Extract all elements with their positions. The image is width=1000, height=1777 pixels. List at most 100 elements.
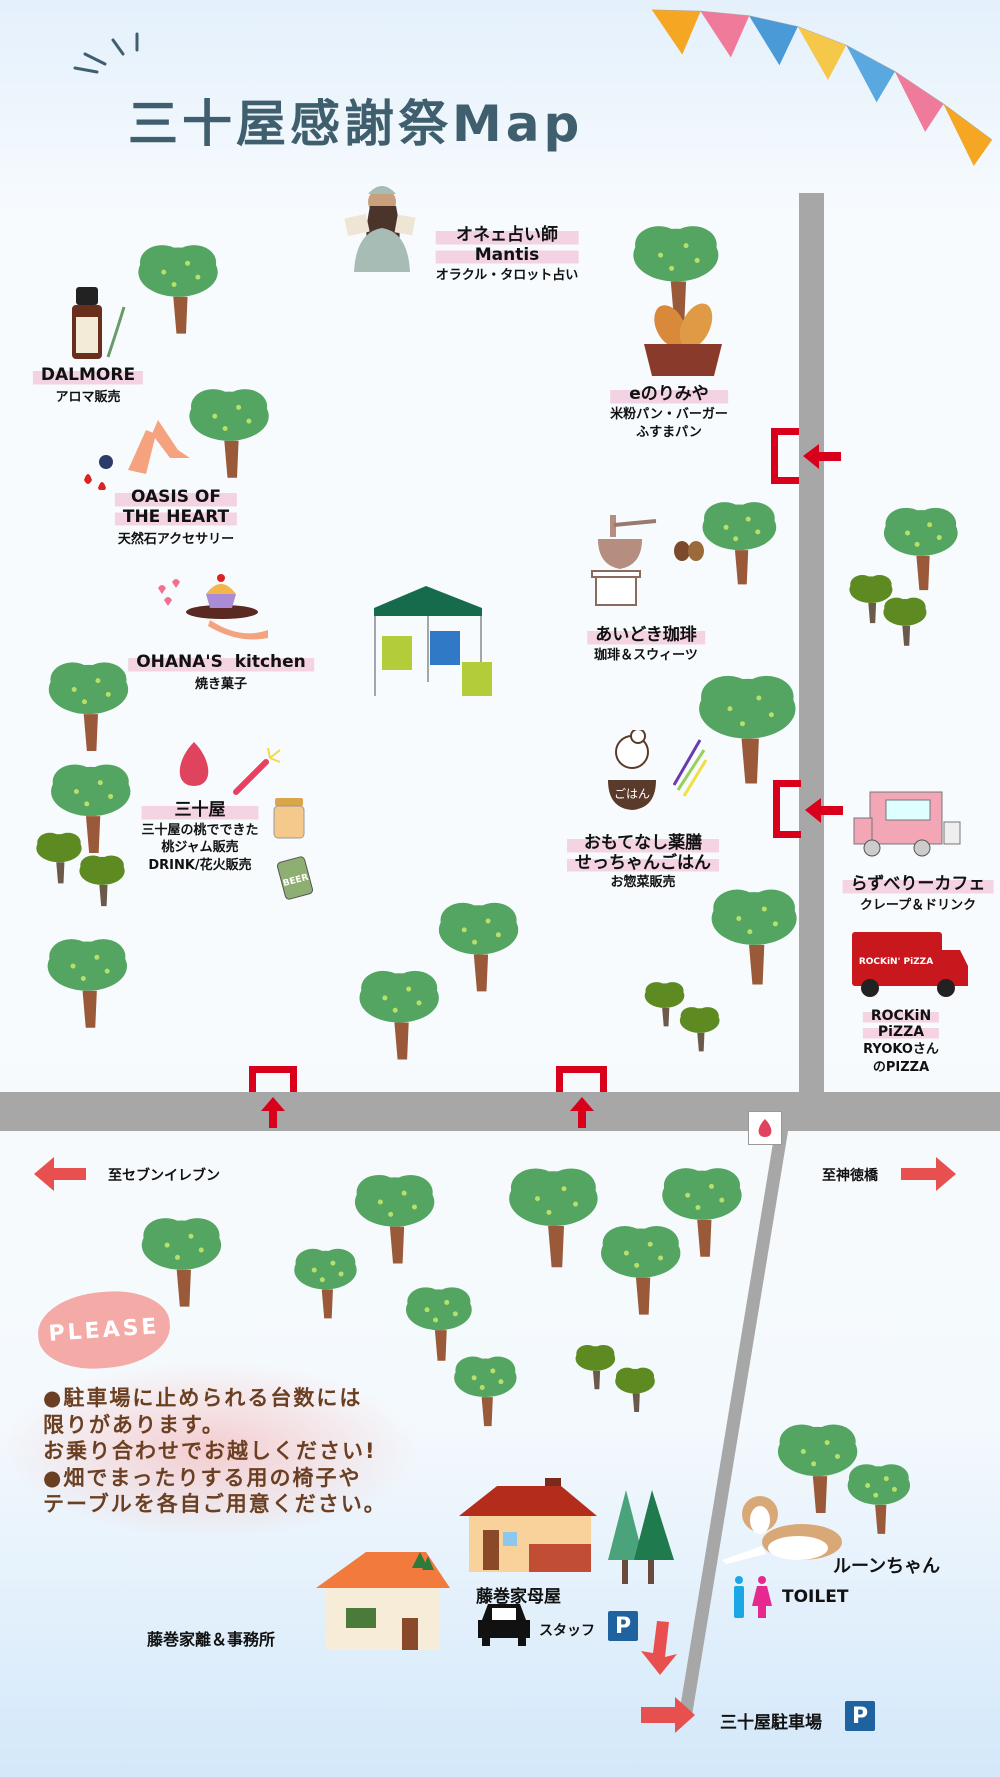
tree-icon xyxy=(354,1174,435,1264)
tree-icon xyxy=(509,1168,598,1268)
pizza-truck-illustration: ROCKiN' PiZZA xyxy=(852,932,968,997)
crepe-food-truck-illustration xyxy=(853,791,961,857)
vendor-desc: 珈琲＆スウィーツ xyxy=(594,647,698,663)
vendor-desc: アロマ販売 xyxy=(55,389,121,405)
tree-icon xyxy=(79,855,125,907)
vendor-name: ROCKiN xyxy=(862,1008,940,1025)
dog-photo xyxy=(722,1496,842,1564)
vendor-desc: ふすまパン xyxy=(636,425,702,441)
arrow-up-icon xyxy=(570,1097,594,1128)
tree-icon xyxy=(141,1218,222,1307)
tree-icon xyxy=(702,502,777,585)
fortune-teller-illustration xyxy=(344,186,416,272)
staff-parking-icon: P xyxy=(608,1611,638,1641)
vendor-name: OASIS OF xyxy=(114,487,238,508)
notice-line: テーブルを各自ご用意ください。 xyxy=(43,1492,387,1516)
truck-label: ROCKiN' PiZZA xyxy=(859,957,933,967)
tree-icon xyxy=(849,574,893,624)
notice-line: ●畑でまったりする用の椅子や xyxy=(43,1465,362,1490)
peach-jam-jar-icon xyxy=(273,798,305,839)
arrow-left-icon xyxy=(803,444,841,469)
road-vertical xyxy=(799,193,824,1103)
tree-icon xyxy=(679,1007,720,1052)
entrance-marker xyxy=(556,1066,607,1092)
vendor-name: DALMORE xyxy=(32,365,144,386)
vendor-rockin-pizza: ROCKiN PiZZA RYOKOさん のPIZZA xyxy=(862,1008,940,1076)
tree-icon xyxy=(294,1248,357,1319)
car-icon xyxy=(478,1604,530,1646)
toilet-label: TOILET xyxy=(782,1587,849,1607)
bunting-flag xyxy=(797,26,847,81)
vendor-sotoya: 三十屋 三十屋の桃でできた 桃ジャム販売 DRINK/花火販売 xyxy=(141,800,259,874)
tree-icon xyxy=(575,1344,616,1390)
vendor-omotenashi: おもてなし薬膳 せっちゃんごはん お惣菜販売 xyxy=(567,833,719,891)
vendor-ohana: OHANA'S kitchen 焼き菓子 xyxy=(128,652,314,692)
tree-icon xyxy=(777,1424,858,1514)
page-title: 三十屋感謝祭Map xyxy=(128,95,584,153)
office-house-illustration xyxy=(316,1552,450,1650)
main-house-illustration xyxy=(459,1478,597,1572)
cake-tray-illustration xyxy=(158,574,268,640)
vendor-desc: 桃ジャム販売 xyxy=(161,840,239,856)
tree-icon xyxy=(138,245,218,334)
bunting-flag xyxy=(943,104,992,167)
tree-icon xyxy=(359,970,439,1060)
peach-icon xyxy=(758,1119,772,1137)
rice-bowl-label: ごはん xyxy=(614,786,650,801)
direction-shintokubashi: 至神徳橋 xyxy=(822,1168,878,1184)
beer-can-icon: BEER xyxy=(276,856,314,900)
vendor-enorimiya: eのりみや 米粉パン・バーガー ふすまパン xyxy=(610,384,728,441)
vendor-name: THE HEART xyxy=(114,507,238,528)
vendor-name: せっちゃんごはん xyxy=(567,853,719,874)
peach-icon xyxy=(179,742,209,786)
main-parking-icon: P xyxy=(845,1701,875,1731)
bunting-flag xyxy=(749,15,798,66)
sotoya-logo-marker xyxy=(748,1111,782,1145)
tree-icon xyxy=(51,764,131,854)
tree-icon xyxy=(405,1287,472,1361)
dog-label: ルーンちゃん xyxy=(833,1556,941,1577)
road-horizontal xyxy=(0,1092,1000,1131)
vendor-name: らずべりーカフェ xyxy=(842,874,994,895)
main-house-label: 藤巻家母屋 xyxy=(476,1587,561,1607)
vendor-desc: RYOKOさん xyxy=(863,1042,939,1058)
arrow-up-icon xyxy=(261,1097,285,1128)
tree-icon xyxy=(662,1168,742,1257)
bunting-decoration xyxy=(651,9,993,167)
vendor-desc: オラクル・タロット占い xyxy=(435,268,579,284)
vendor-name: オネェ占い師 xyxy=(435,225,579,246)
notice-glow xyxy=(0,1360,420,1540)
tree-icon xyxy=(699,675,796,784)
accessory-hands-illustration xyxy=(84,420,190,490)
tent-chairs-illustration xyxy=(374,586,492,696)
tree-icon xyxy=(189,389,269,478)
vendor-desc: 三十屋の桃でできた xyxy=(141,822,259,838)
aroma-bottle-icon xyxy=(72,287,126,359)
vendor-name: あいどき珈琲 xyxy=(587,625,705,646)
entrance-marker xyxy=(773,780,801,838)
arrow-right-icon xyxy=(901,1157,956,1191)
vendor-desc: お惣菜販売 xyxy=(610,875,676,891)
toilet-icon xyxy=(734,1576,772,1618)
arrow-left-icon xyxy=(34,1157,86,1191)
vendor-name: 三十屋 xyxy=(141,800,259,821)
vendor-desc: クレープ＆ドリンク xyxy=(859,897,977,913)
notice-text: ●駐車場に止められる台数には 限りがあります。 お乗り合わせでお越しください! … xyxy=(43,1385,387,1518)
tree-icon xyxy=(615,1367,655,1412)
tree-icon xyxy=(48,662,129,751)
vendor-aidoki: あいどき珈琲 珈琲＆スウィーツ xyxy=(587,625,705,663)
vendor-name: PiZZA xyxy=(862,1024,940,1041)
vendor-mantis: オネェ占い師 Mantis オラクル・タロット占い xyxy=(435,225,579,284)
bunting-flag xyxy=(846,45,895,103)
arrow-left-icon xyxy=(805,798,843,823)
vendor-desc: のPIZZA xyxy=(872,1060,930,1076)
coffee-grinder-illustration xyxy=(591,515,704,606)
vendor-raspberry-cafe: らずべりーカフェ クレープ＆ドリンク xyxy=(842,874,994,913)
tree-icon xyxy=(847,1464,911,1534)
notice-line: お乗り合わせでお越しください! xyxy=(43,1439,377,1463)
vendor-name: おもてなし薬膳 xyxy=(567,833,719,854)
vendor-desc: DRINK/花火販売 xyxy=(148,858,252,874)
